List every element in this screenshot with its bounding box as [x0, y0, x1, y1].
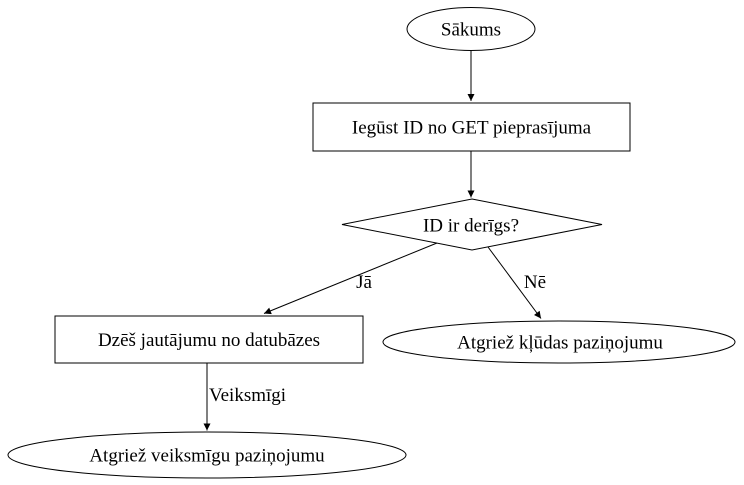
node-get-id: Iegūst ID no GET pieprasījuma	[312, 102, 631, 152]
node-id-valid: ID ir derīgs?	[341, 198, 603, 251]
node-success-message-ellipse	[7, 431, 407, 479]
node-success-message-label: Atgriež veiksmīgu paziņojumu	[89, 446, 325, 467]
node-start-label: Sākums	[441, 20, 501, 41]
edge-label-no: Nē	[524, 272, 546, 293]
node-delete-question: Dzēš jautājumu no datubāzes	[54, 315, 364, 364]
node-get-id-rect	[312, 102, 631, 152]
node-get-id-label: Iegūst ID no GET pieprasījuma	[352, 118, 592, 139]
node-error-message-ellipse	[382, 320, 736, 364]
node-error-message-label: Atgriež kļūdas paziņojumu	[457, 333, 663, 354]
edge-idvalid-to-error: Nē	[487, 246, 546, 319]
node-delete-question-rect	[54, 315, 364, 364]
edge-label-yes: Jā	[356, 272, 372, 293]
node-success-message: Atgriež veiksmīgu paziņojumu	[7, 431, 407, 479]
node-start-ellipse	[406, 7, 536, 51]
arrow-idvalid-to-error	[487, 246, 542, 319]
node-id-valid-label: ID ir derīgs?	[423, 216, 519, 237]
node-id-valid-diamond	[341, 198, 603, 251]
node-delete-question-label: Dzēš jautājumu no datubāzes	[98, 330, 320, 351]
node-error-message: Atgriež kļūdas paziņojumu	[382, 320, 736, 364]
edge-delete-to-success: Veiksmīgi	[203, 363, 286, 431]
arrow-idvalid-to-delete	[263, 242, 438, 315]
node-start: Sākums	[406, 7, 536, 51]
edge-idvalid-to-delete: Jā	[263, 242, 438, 315]
edge-label-success: Veiksmīgi	[209, 385, 286, 406]
